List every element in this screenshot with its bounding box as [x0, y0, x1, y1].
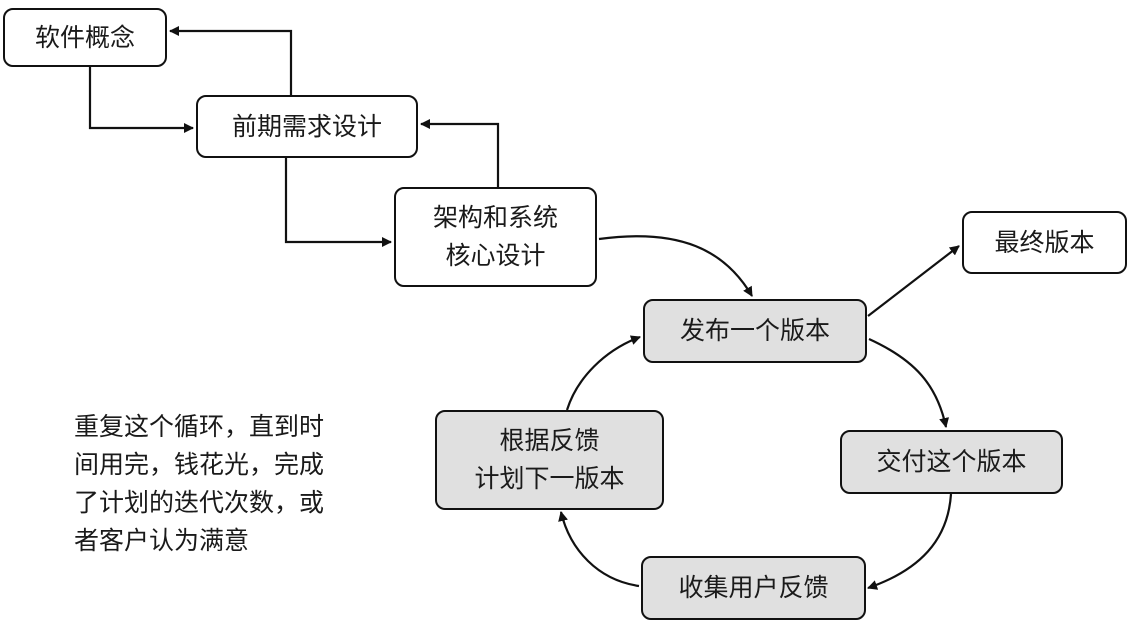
- node-plan-next-version-line-2: 计划下一版本: [474, 464, 625, 493]
- edge-release-to-final: [867, 245, 960, 317]
- node-architecture-design-line-2: 核心设计: [445, 241, 546, 270]
- node-final-release: 最终版本: [962, 211, 1127, 274]
- node-deliver-version: 交付这个版本: [840, 430, 1063, 494]
- node-architecture-design: 架构和系统 核心设计: [394, 187, 597, 287]
- node-final-release-label: 最终版本: [994, 227, 1095, 257]
- edge-release-to-deliver: [868, 337, 949, 428]
- edge-plan-to-release: [565, 335, 641, 411]
- edge-architecture-to-requirements: [420, 119, 500, 187]
- loop-note-line-3: 了计划的迭代次数，或: [74, 488, 325, 517]
- edge-concept-to-requirements: [88, 67, 194, 133]
- edge-architecture-to-release: [598, 235, 753, 297]
- edge-feedback-to-plan: [558, 511, 640, 588]
- loop-note-line-1: 重复这个循环，直到时: [74, 412, 325, 441]
- edge-deliver-to-feedback: [867, 493, 953, 590]
- node-release-version-label: 发布一个版本: [679, 316, 830, 345]
- node-software-concept-label: 软件概念: [34, 22, 135, 52]
- node-software-concept: 软件概念: [3, 8, 167, 67]
- node-requirements-design-label: 前期需求设计: [231, 111, 382, 141]
- edge-requirements-to-architecture: [284, 158, 392, 247]
- node-release-version: 发布一个版本: [643, 299, 867, 363]
- node-requirements-design: 前期需求设计: [196, 95, 418, 158]
- node-collect-feedback: 收集用户反馈: [641, 556, 866, 620]
- node-architecture-design-line-1: 架构和系统: [432, 203, 558, 232]
- node-plan-next-version: 根据反馈 计划下一版本: [435, 410, 664, 510]
- node-collect-feedback-label: 收集用户反馈: [678, 573, 829, 602]
- loop-note-line-4: 者客户认为满意: [74, 526, 250, 555]
- loop-note: 重复这个循环，直到时 间用完，钱花光，完成 了计划的迭代次数，或 者客户认为满意: [74, 408, 374, 560]
- loop-note-line-2: 间用完，钱花光，完成: [74, 450, 325, 479]
- edge-requirements-to-concept: [169, 26, 293, 95]
- node-deliver-version-label: 交付这个版本: [876, 447, 1027, 476]
- node-plan-next-version-line-1: 根据反馈: [499, 426, 600, 455]
